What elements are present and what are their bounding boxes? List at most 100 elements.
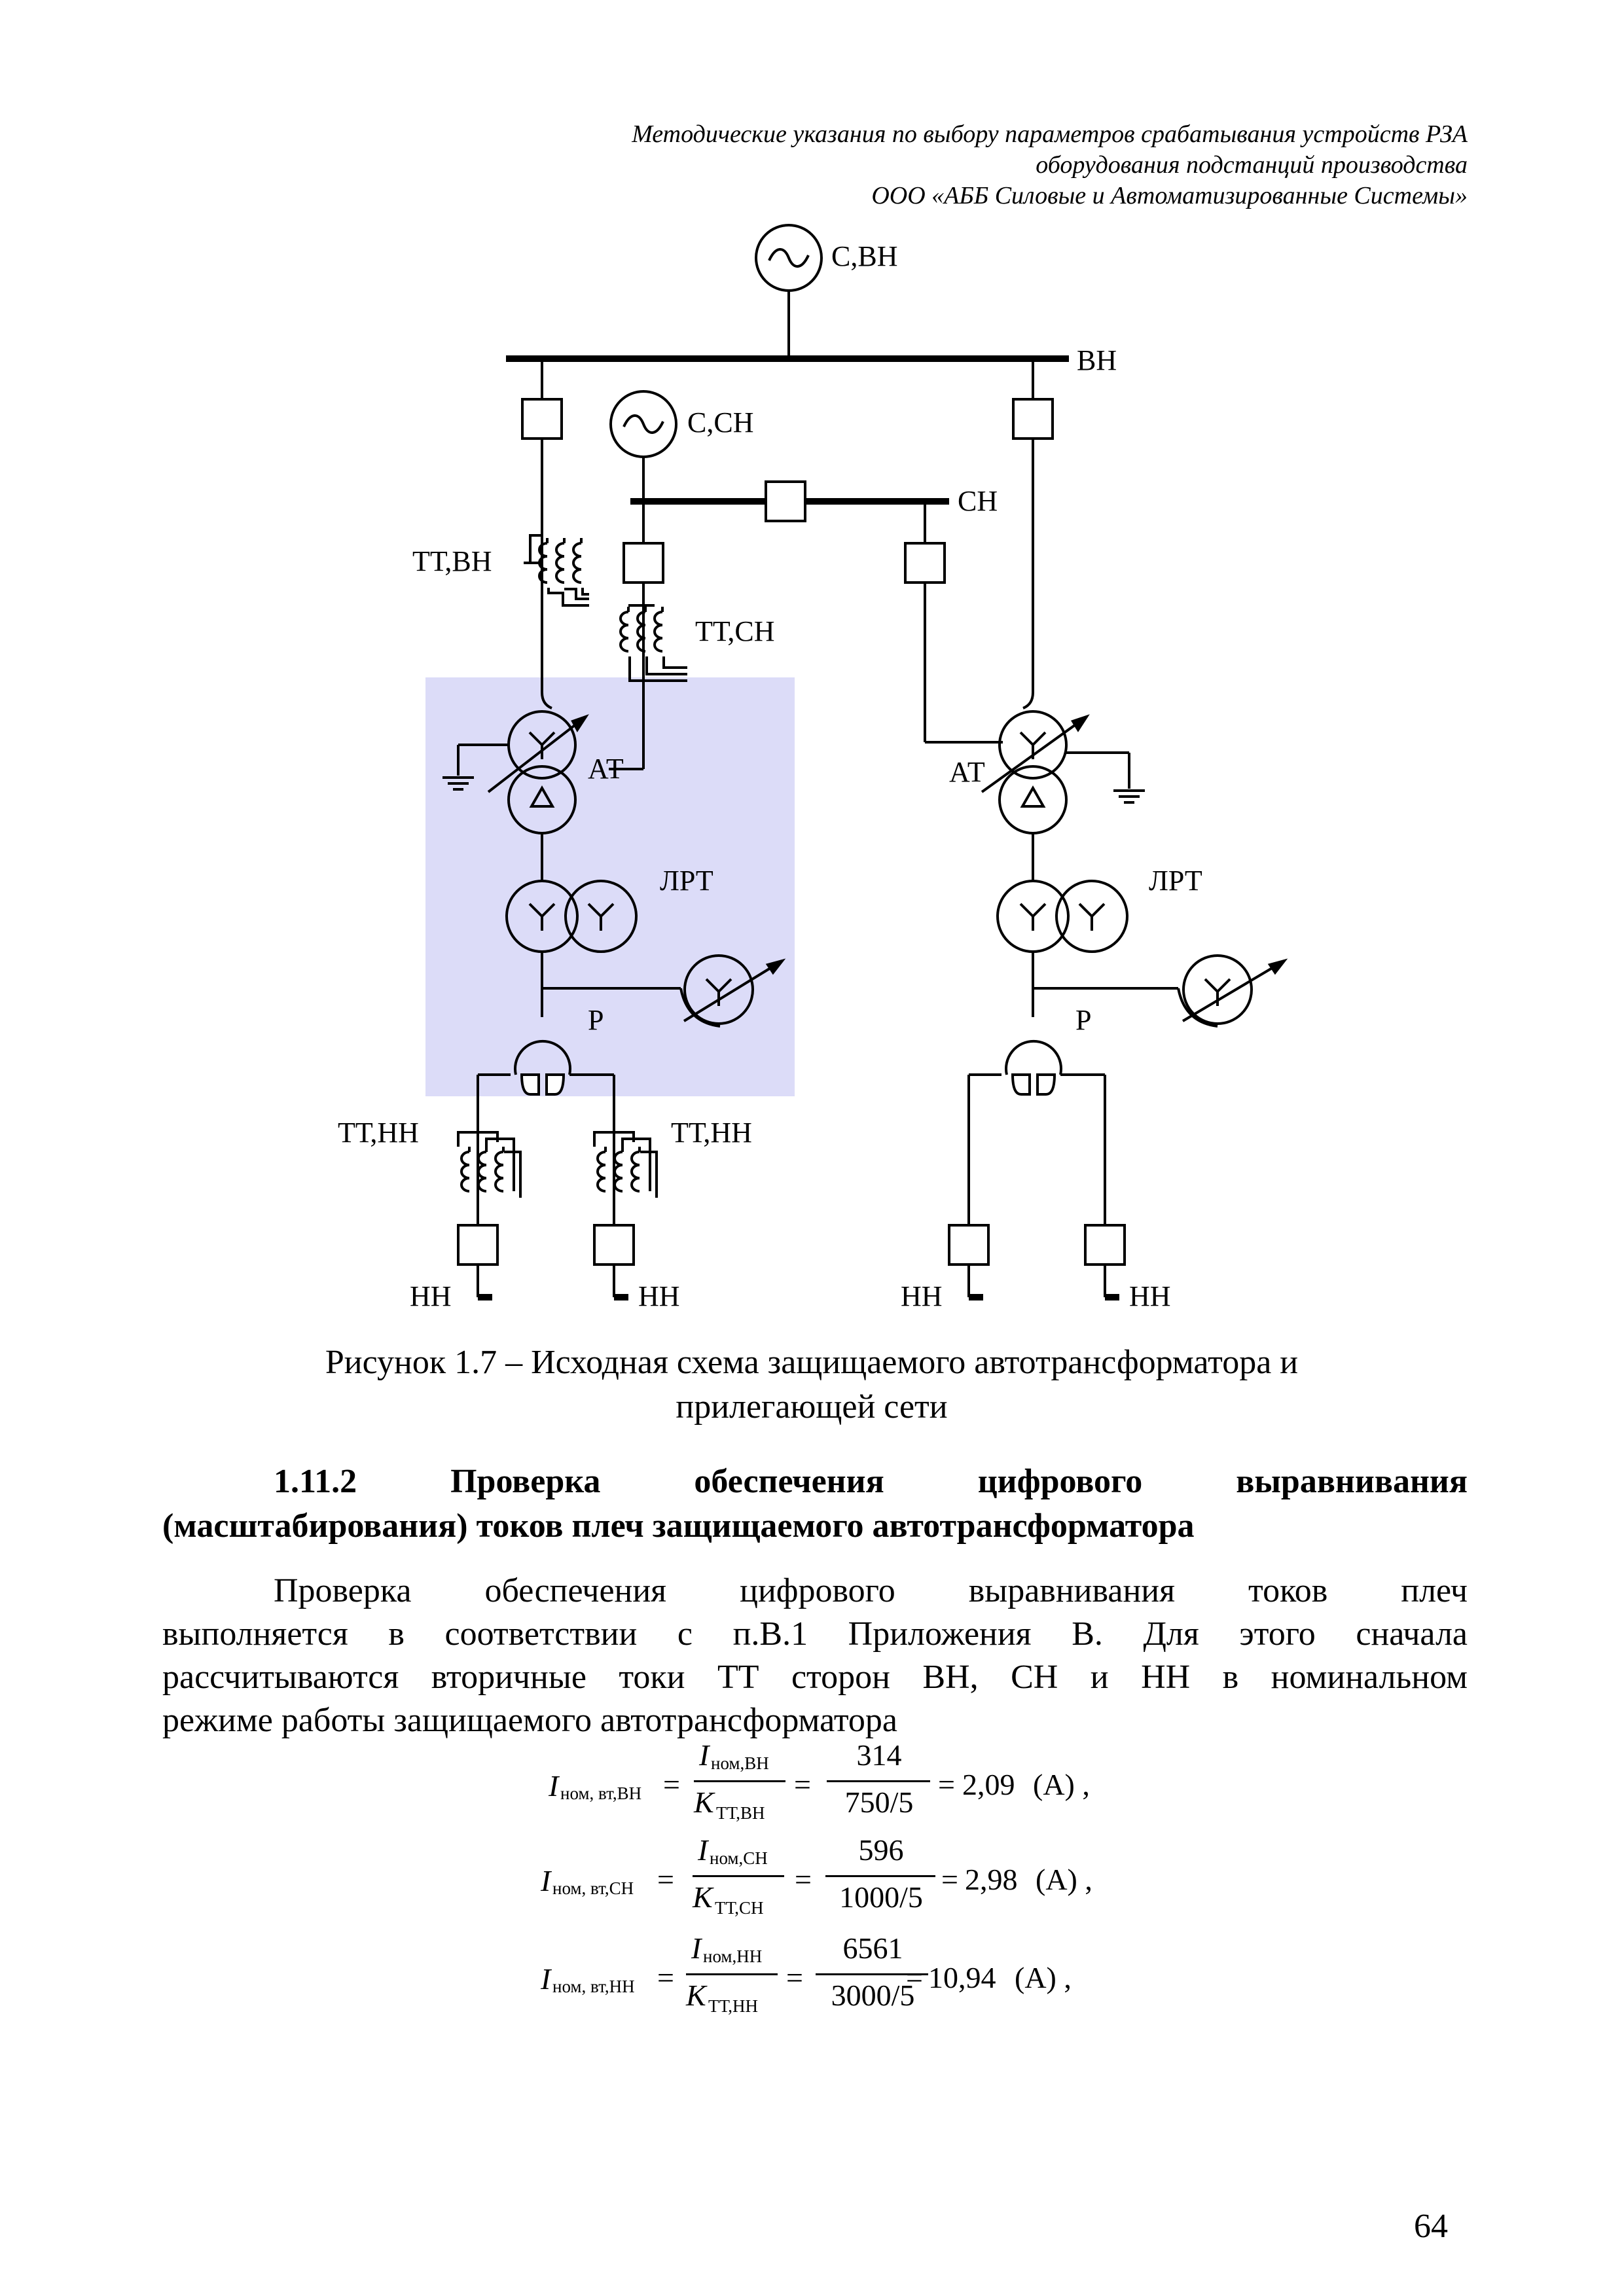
formula-vn-frac-bar-2	[827, 1780, 930, 1782]
figure-caption: Рисунок 1.7 – Исходная схема защищаемого…	[170, 1340, 1453, 1429]
label-nn-2: НН	[638, 1280, 680, 1312]
running-header: Методические указания по выбору параметр…	[393, 119, 1468, 211]
formula-nn-eq-2: =	[786, 1961, 803, 1994]
lrt-right-b	[1055, 880, 1128, 953]
formula-vn-result: 2,09	[962, 1768, 1015, 1801]
label-source-vn: С,ВН	[831, 240, 898, 272]
formula-nn-unit: (А) ,	[1015, 1961, 1072, 1994]
label-r-left: Р	[588, 1004, 604, 1036]
label-r-right: Р	[1075, 1004, 1092, 1036]
caption-line-1: Рисунок 1.7 – Исходная схема защищаемого…	[325, 1344, 1299, 1381]
label-lrt-right: ЛРТ	[1149, 865, 1202, 897]
formula-nn-den-subscript: ТТ,НН	[708, 1996, 759, 2016]
breaker-nn-1	[457, 1224, 499, 1266]
formula-sn-frac-bar-2	[825, 1875, 935, 1877]
formula-nn-frac-bar-1	[686, 1973, 778, 1975]
formula-sn-den-value: 1000/5	[839, 1880, 923, 1914]
section-heading-line-1: 1.11.2 Проверка обеспечения цифрового вы…	[274, 1463, 1468, 1500]
formula-sn-eq-1: =	[657, 1863, 674, 1896]
breaker-sn-section	[765, 480, 806, 522]
formula-nn-num-symbol: I	[691, 1931, 702, 1965]
formula-nn-num-subscript: ном,НН	[703, 1946, 763, 1966]
ct-nn-1-symbol	[457, 1131, 522, 1198]
reactor-left	[514, 1039, 571, 1075]
formula-nn-num-value: 6561	[842, 1931, 903, 1965]
label-nn-3: НН	[901, 1280, 943, 1312]
ct-vn-symbol	[524, 534, 589, 607]
highlighted-zone	[425, 677, 795, 1096]
label-ct-nn-2: ТТ,НН	[671, 1117, 752, 1149]
ct-nn-2-symbol	[593, 1131, 658, 1198]
section-heading-line-2: (масштабирования) токов плеч защищаемого…	[162, 1507, 1195, 1545]
label-ct-sn: ТТ,СН	[695, 615, 775, 647]
at-right-upper	[998, 710, 1068, 780]
paragraph-line-2: выполняется в соответствии с п.В.1 Прило…	[162, 1615, 1468, 1653]
formula-vn-lhs-subscript: ном, вт,ВН	[560, 1784, 642, 1803]
formula-nn-den-value: 3000/5	[831, 1979, 915, 2012]
section-heading: 1.11.2 Проверка обеспечения цифрового вы…	[162, 1460, 1468, 1549]
formula-vn-eq-1: =	[663, 1768, 680, 1801]
label-ct-vn: ТТ,ВН	[412, 545, 492, 577]
breaker-nn-3	[948, 1224, 990, 1266]
formula-nn-eq-3: =	[906, 1961, 923, 1994]
formula-sn-result: 2,98	[965, 1863, 1018, 1896]
page-number: 64	[1414, 2208, 1448, 2245]
lrt-left-reg	[683, 954, 754, 1025]
substation-schematic	[425, 224, 1288, 1300]
label-lrt-left: ЛРТ	[660, 865, 713, 897]
formula-nn-lhs-symbol: I	[541, 1962, 551, 1996]
label-bus-sn: СН	[958, 485, 998, 517]
label-at-right: АТ	[949, 756, 985, 788]
formula-sn-num-symbol: I	[698, 1833, 708, 1867]
lrt-right-reg	[1182, 954, 1253, 1025]
formula-vn-den-symbol: K	[694, 1785, 714, 1819]
paragraph-line-4: режиме работы защищаемого автотрансформа…	[162, 1702, 897, 1739]
ct-sn-symbol	[619, 604, 687, 682]
formula-sn-den-subscript: ТТ,СН	[715, 1898, 764, 1918]
label-nn-4: НН	[1129, 1280, 1171, 1312]
formula-vn-den-value: 750/5	[844, 1785, 914, 1819]
formula-vn-num-value: 314	[856, 1738, 902, 1772]
formula-vn-unit: (А) ,	[1033, 1768, 1090, 1801]
breaker-sn-left	[623, 542, 664, 584]
paragraph-line-1: Проверка обеспечения цифрового выравнива…	[274, 1572, 1468, 1609]
lrt-left-b	[564, 880, 638, 953]
reactor-right	[1005, 1039, 1062, 1075]
formula-sn-eq-3: =	[941, 1863, 958, 1896]
paragraph-line-3: рассчитываются вторичные токи ТТ сторон …	[162, 1659, 1468, 1696]
formula-sn-unit: (А) ,	[1036, 1863, 1092, 1896]
label-source-sn: С,СН	[687, 406, 754, 439]
label-ct-nn-1: ТТ,НН	[338, 1117, 419, 1149]
caption-line-2: прилегающей сети	[676, 1388, 948, 1426]
formula-sn-frac-bar-1	[693, 1875, 784, 1877]
formula-vn-eq-2: =	[794, 1768, 811, 1801]
formula-nn-lhs-subscript: ном, вт,НН	[552, 1977, 635, 1996]
formula-nn-frac-bar-2	[816, 1973, 928, 1975]
formula-vn-num-subscript: ном,ВН	[711, 1753, 769, 1773]
label-nn-1: НН	[410, 1280, 452, 1312]
formula-nn-eq-1: =	[657, 1961, 674, 1994]
formula-vn-lhs-symbol: I	[549, 1769, 559, 1803]
breaker-vn-right	[1012, 398, 1054, 440]
breaker-nn-2	[593, 1224, 635, 1266]
formula-vn-num-symbol: I	[699, 1738, 710, 1772]
formula-vn-eq-3: =	[938, 1768, 955, 1801]
formula-nn-result: 10,94	[928, 1961, 996, 1994]
formula-vn-den-subscript: ТТ,ВН	[716, 1803, 765, 1823]
formula-sn-eq-2: =	[795, 1863, 812, 1896]
formula-sn-lhs-symbol: I	[541, 1864, 551, 1897]
breaker-sn-right	[904, 542, 946, 584]
header-line-2: оборудования подстанций производства	[1036, 151, 1468, 179]
breaker-nn-4	[1084, 1224, 1126, 1266]
formula-sn-lhs-subscript: ном, вт,СН	[552, 1878, 634, 1898]
formula-vn-frac-bar-1	[694, 1780, 785, 1782]
formula-sn-num-value: 596	[858, 1833, 904, 1867]
label-bus-vn: ВН	[1077, 344, 1117, 376]
body-paragraph: Проверка обеспечения цифрового выравнива…	[162, 1570, 1468, 1742]
formula-nn-den-symbol: K	[686, 1979, 706, 2012]
formula-sn-den-symbol: K	[693, 1880, 713, 1914]
header-line-3: ООО «АББ Силовые и Автоматизированные Си…	[871, 182, 1468, 209]
breaker-vn-left	[521, 398, 563, 440]
label-at-left: АТ	[588, 753, 624, 785]
at-right-lower	[998, 765, 1068, 834]
